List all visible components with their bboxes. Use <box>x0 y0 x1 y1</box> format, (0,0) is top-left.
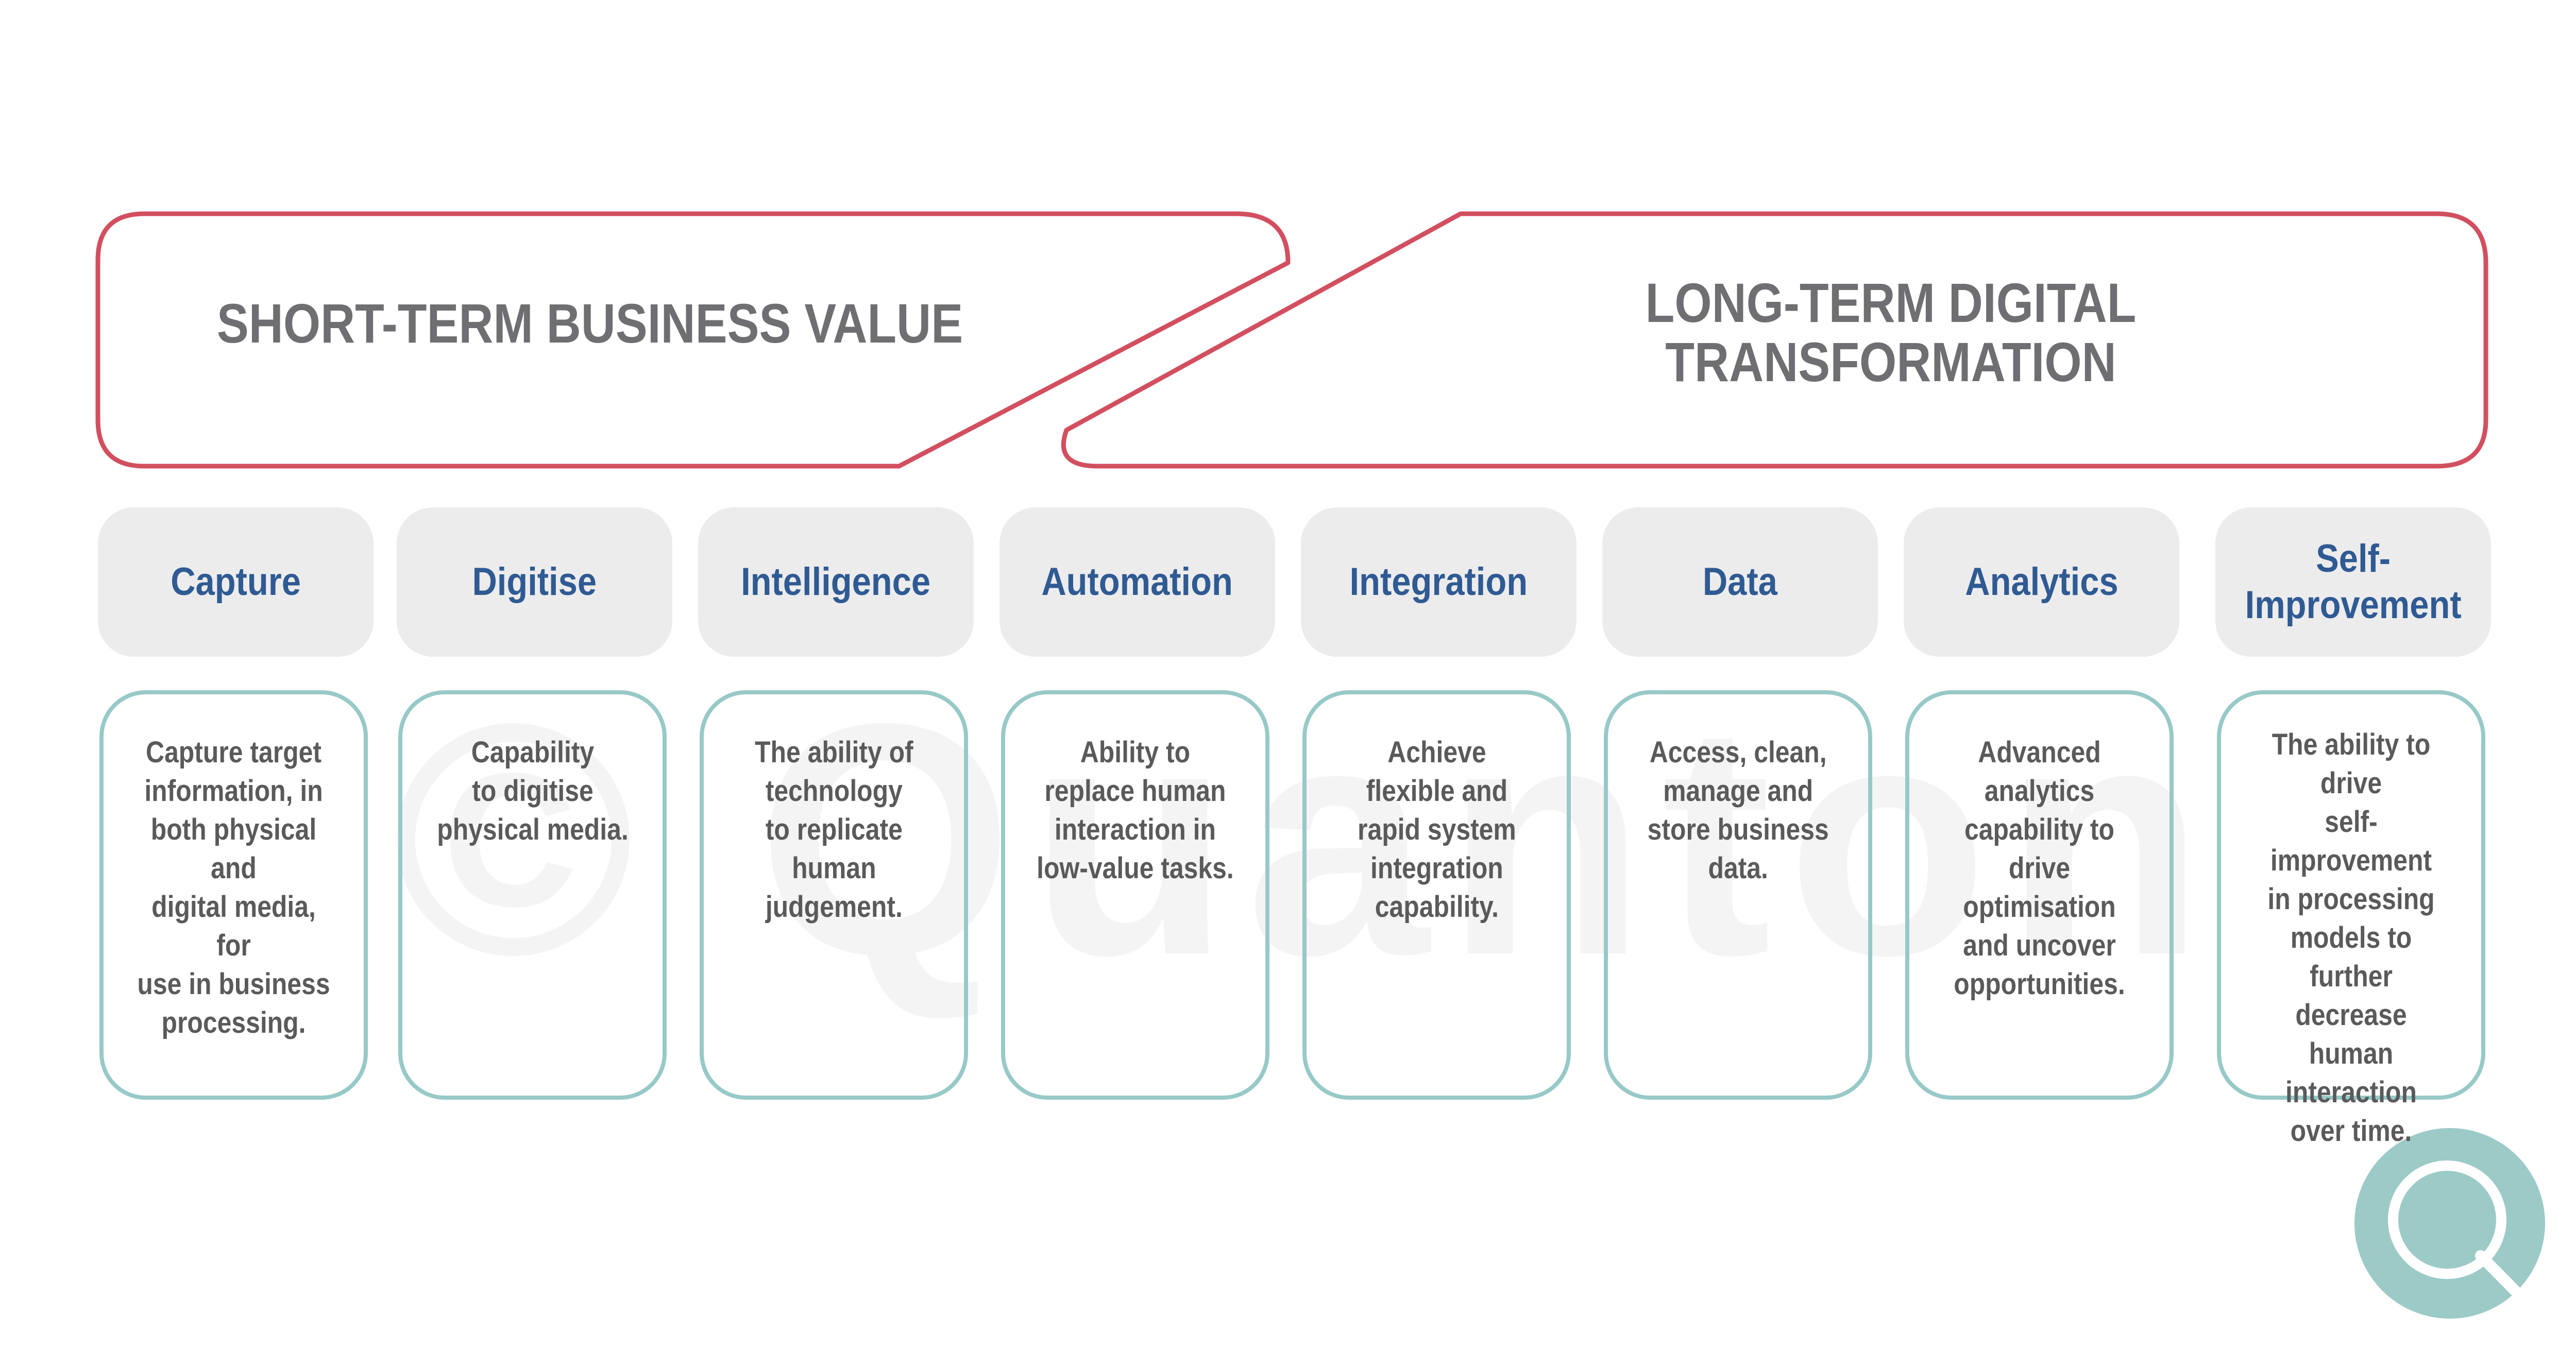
stage-title: Analytics <box>1964 560 2119 604</box>
stage-card-capture: Capture target information, in both phys… <box>99 690 368 1100</box>
stage-card-automation: Ability to replace human interaction in … <box>1001 690 1269 1100</box>
stage-description: Advanced analytics capability to drive o… <box>1954 736 2125 1001</box>
stage-header-self-improvement: Self- Improvement <box>2215 507 2491 657</box>
stage-description: The ability of technology to replicate h… <box>754 736 913 924</box>
watermark-text: © Quanton <box>392 655 2221 1023</box>
stage-title: Integration <box>1349 560 1528 604</box>
stage-card-self-improvement: The ability to drive self-improvement in… <box>2217 690 2485 1148</box>
stage-title: Automation <box>1041 560 1233 604</box>
stage-header-data: Data <box>1602 507 1878 657</box>
stage-header-automation: Automation <box>999 507 1275 657</box>
long-term-title-line-2: TRANSFORMATION <box>1665 331 2116 393</box>
stage-description: Ability to replace human interaction in … <box>1037 736 1234 885</box>
stage-card-digitise: Capability to digitise physical media. <box>398 690 667 1100</box>
stage-header-capture: Capture <box>98 507 374 657</box>
stage-card-intelligence: The ability of technology to replicate h… <box>700 690 968 1100</box>
stage-title: Self- Improvement <box>2245 537 2462 627</box>
stage-title: Capture <box>171 560 301 604</box>
long-term-title-line-1: LONG-TERM DIGITAL <box>1645 271 2137 334</box>
stage-description: Access, clean, manage and store business… <box>1647 736 1829 885</box>
stage-title: Digitise <box>472 560 597 604</box>
long-term-banner-outline <box>1061 211 2488 469</box>
stage-header-intelligence: Intelligence <box>698 507 974 657</box>
stage-description: The ability to drive self-improvement in… <box>2267 728 2435 1148</box>
stage-card-analytics: Advanced analytics capability to drive o… <box>1905 690 2174 1100</box>
stage-description: Achieve flexible and rapid system integr… <box>1357 736 1516 924</box>
stage-card-integration: Achieve flexible and rapid system integr… <box>1302 690 1571 1100</box>
short-term-title: SHORT-TERM BUSINESS VALUE <box>216 292 963 354</box>
stage-header-analytics: Analytics <box>1904 507 2179 657</box>
stage-description: Capture target information, in both phys… <box>137 736 330 1039</box>
stage-header-digitise: Digitise <box>397 507 672 657</box>
stage-card-data: Access, clean, manage and store business… <box>1604 690 1872 1100</box>
short-term-banner-outline <box>95 211 1291 469</box>
quanton-q-logo-icon <box>2354 1128 2545 1319</box>
long-term-title: LONG-TERM DIGITAL TRANSFORMATION <box>1443 273 2338 391</box>
stage-title: Intelligence <box>741 560 931 604</box>
stage-title: Data <box>1703 560 1777 604</box>
stage-description: Capability to digitise physical media. <box>436 736 629 846</box>
stage-header-integration: Integration <box>1301 507 1577 657</box>
